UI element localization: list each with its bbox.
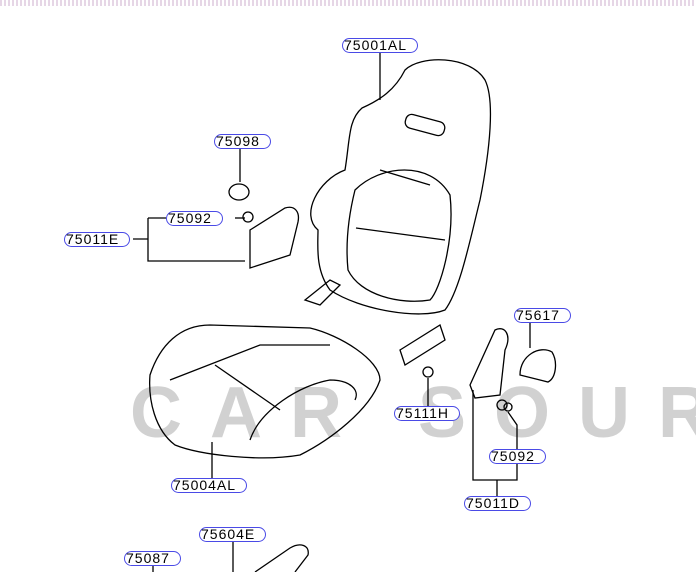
callout-75004AL[interactable]: 75004AL bbox=[171, 478, 248, 493]
callout-75092-left[interactable]: 75092 bbox=[166, 211, 223, 226]
seat-back bbox=[310, 59, 492, 315]
callout-75087[interactable]: 75087 bbox=[124, 551, 181, 566]
callout-75011E[interactable]: 75011E bbox=[64, 232, 131, 247]
callout-75604E[interactable]: 75604E bbox=[199, 527, 267, 542]
callout-75617[interactable]: 75617 bbox=[514, 308, 571, 323]
bracket-right bbox=[469, 328, 509, 399]
seat-cushion bbox=[149, 324, 381, 459]
callout-75011D[interactable]: 75011D bbox=[464, 496, 532, 511]
cover-right bbox=[519, 349, 557, 383]
cap bbox=[228, 183, 250, 201]
callout-75098[interactable]: 75098 bbox=[214, 134, 271, 149]
top-border bbox=[0, 0, 696, 6]
callout-75092-right[interactable]: 75092 bbox=[489, 449, 546, 464]
callout-75111H[interactable]: 75111H bbox=[394, 406, 460, 421]
callout-75001AL[interactable]: 75001AL bbox=[342, 38, 419, 53]
bracket-left bbox=[249, 206, 300, 269]
slide-rail bbox=[254, 544, 309, 572]
